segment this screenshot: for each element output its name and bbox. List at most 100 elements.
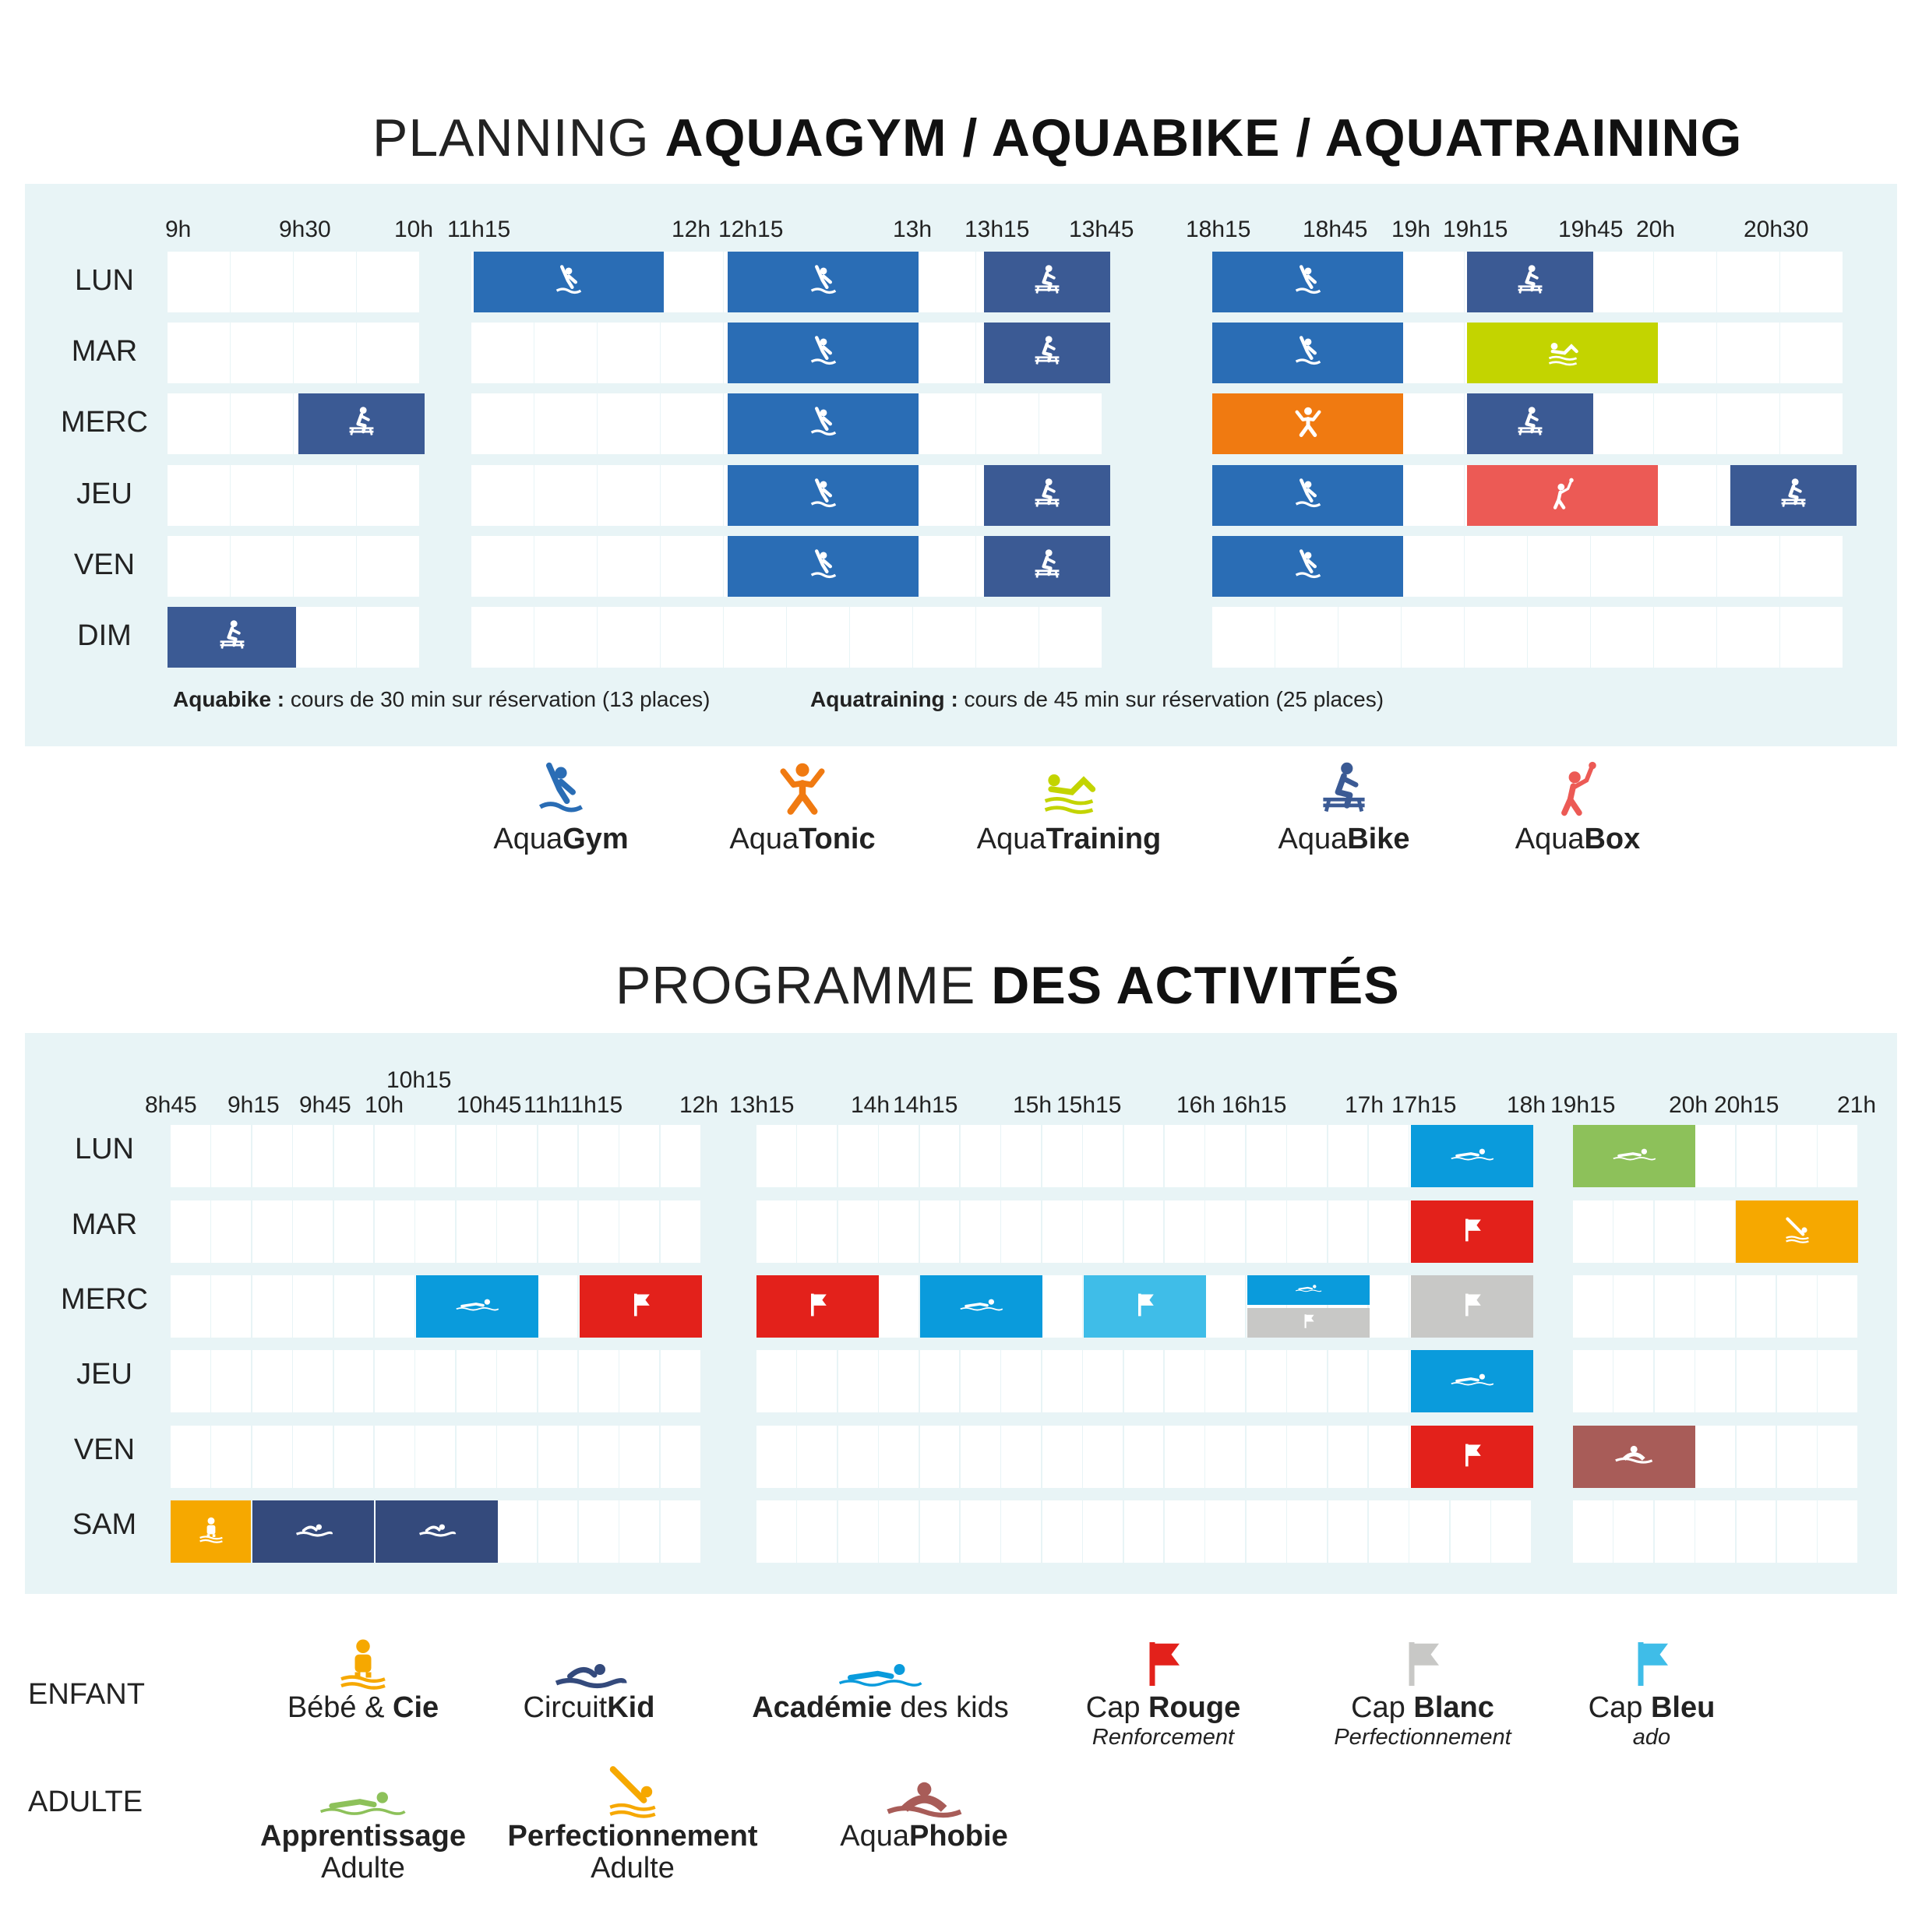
programme-cell bbox=[756, 1350, 796, 1412]
planning-title: PLANNING AQUAGYM / AQUABIKE / AQUATRAINI… bbox=[372, 108, 1742, 168]
programme-cell bbox=[1369, 1275, 1409, 1338]
programme-cell bbox=[1369, 1426, 1409, 1488]
programme-cell bbox=[456, 1200, 496, 1263]
planning-session-bike bbox=[984, 536, 1110, 597]
programme-time-tick: 10h45 bbox=[457, 1092, 522, 1118]
programme-cell bbox=[1123, 1125, 1164, 1187]
programme-cell bbox=[252, 1350, 292, 1412]
legend-label-bold: Rouge bbox=[1148, 1691, 1241, 1724]
planning-cell bbox=[913, 536, 975, 597]
programme-cell bbox=[1695, 1125, 1736, 1187]
planning-time-tick: 12h15 bbox=[718, 217, 784, 242]
programme-cell bbox=[497, 1426, 538, 1488]
programme-cell bbox=[1246, 1426, 1286, 1488]
aquatraining-note: Aquatraining : cours de 45 min sur réser… bbox=[810, 687, 1384, 712]
planning-cell bbox=[913, 465, 975, 526]
programme-cell bbox=[1328, 1125, 1368, 1187]
planning-cell bbox=[1528, 607, 1590, 668]
programme-cell bbox=[333, 1125, 374, 1187]
programme-cell bbox=[293, 1200, 333, 1263]
legend-label-bold: Cie bbox=[393, 1691, 439, 1724]
planning-cell bbox=[976, 393, 1039, 454]
session-perfectionnement-icon bbox=[1783, 1216, 1811, 1248]
programme-cell bbox=[1328, 1500, 1368, 1563]
planning-cell bbox=[1780, 252, 1843, 312]
programme-cell bbox=[1818, 1426, 1858, 1488]
programme-cell bbox=[538, 1275, 578, 1338]
programme-cell bbox=[1165, 1350, 1204, 1412]
programme-cell bbox=[171, 1350, 210, 1412]
programme-session-bleu bbox=[1084, 1275, 1206, 1338]
enfant-legend-label: Cap Rouge bbox=[1023, 1691, 1303, 1725]
planning-cell bbox=[1402, 465, 1464, 526]
programme-cell bbox=[879, 1200, 919, 1263]
programme-cell bbox=[1695, 1426, 1736, 1488]
legend-label-light: Aqua bbox=[840, 1820, 910, 1853]
programme-cell bbox=[1205, 1500, 1246, 1563]
programme-cell bbox=[1736, 1275, 1776, 1338]
programme-cell bbox=[1287, 1200, 1328, 1263]
programme-cell bbox=[211, 1200, 252, 1263]
adulte-legend-label: Apprentissage bbox=[207, 1820, 519, 1853]
planning-cell bbox=[850, 607, 912, 668]
programme-cell bbox=[211, 1275, 252, 1338]
planning-cell bbox=[168, 252, 230, 312]
circuit-kid-icon bbox=[449, 1616, 729, 1691]
programme-day-label: SAM bbox=[72, 1508, 137, 1541]
planning-session-bike bbox=[984, 323, 1110, 383]
aquabike-note-text: cours de 30 min sur réservation (13 plac… bbox=[284, 687, 711, 711]
programme-time-tick: 9h45 bbox=[299, 1092, 351, 1118]
cap-blanc-flag-icon bbox=[1282, 1616, 1563, 1691]
legend-label-bold: Box bbox=[1584, 823, 1641, 855]
session-box-icon bbox=[1546, 477, 1580, 515]
planning-cell bbox=[1717, 252, 1779, 312]
programme-cell bbox=[1818, 1350, 1858, 1412]
planning-cell bbox=[598, 465, 660, 526]
programme-time-tick: 19h15 bbox=[1550, 1092, 1616, 1118]
adulte-legend-sublabel: Adulte bbox=[591, 1852, 675, 1884]
programme-cell bbox=[797, 1500, 838, 1563]
legend-label-bold: Kid bbox=[607, 1691, 655, 1724]
programme-cell bbox=[879, 1125, 919, 1187]
programme-cell bbox=[1123, 1426, 1164, 1488]
legend-label-bold: Perfectionnement bbox=[507, 1820, 758, 1853]
planning-legend-label: AquaTonic bbox=[678, 823, 927, 856]
planning-cell bbox=[1717, 607, 1779, 668]
planning-cell bbox=[913, 252, 975, 312]
programme-cell bbox=[1328, 1426, 1368, 1488]
planning-legend-label: AquaBike bbox=[1219, 823, 1469, 856]
programme-cell bbox=[797, 1350, 838, 1412]
planning-session-bike bbox=[1730, 465, 1857, 526]
planning-session-box bbox=[1467, 465, 1658, 526]
planning-cell bbox=[913, 393, 975, 454]
planning-cell bbox=[1654, 393, 1716, 454]
programme-cell bbox=[797, 1125, 838, 1187]
planning-session-tonic bbox=[1212, 393, 1403, 454]
programme-cell bbox=[1246, 1350, 1286, 1412]
programme-cell bbox=[293, 1125, 333, 1187]
planning-cell bbox=[1654, 465, 1716, 526]
programme-cell bbox=[1123, 1200, 1164, 1263]
programme-cell bbox=[1001, 1500, 1042, 1563]
enfant-legend-item: Bébé & Cie bbox=[223, 1616, 503, 1725]
planning-cell bbox=[1780, 323, 1843, 383]
programme-time-tick: 14h bbox=[851, 1092, 890, 1118]
planning-cell bbox=[661, 607, 723, 668]
programme-cell bbox=[497, 1200, 538, 1263]
programme-cell bbox=[1695, 1275, 1736, 1338]
planning-cell bbox=[598, 323, 660, 383]
programme-cell bbox=[579, 1426, 619, 1488]
programme-cell bbox=[879, 1426, 919, 1488]
programme-time-tick: 12h bbox=[679, 1092, 719, 1118]
session-academie-icon bbox=[1450, 1146, 1495, 1167]
programme-cell bbox=[456, 1125, 496, 1187]
session-bike-icon bbox=[1776, 477, 1811, 515]
planning-session-gym bbox=[1212, 252, 1403, 312]
aquabike-note: Aquabike : cours de 30 min sur réservati… bbox=[173, 687, 710, 712]
legend-label-light: des kids bbox=[891, 1691, 1009, 1724]
session-bike-icon bbox=[1030, 548, 1064, 586]
programme-cell bbox=[1001, 1125, 1042, 1187]
planning-cell bbox=[357, 607, 419, 668]
programme-time-tick: 11h15 bbox=[559, 1092, 623, 1118]
